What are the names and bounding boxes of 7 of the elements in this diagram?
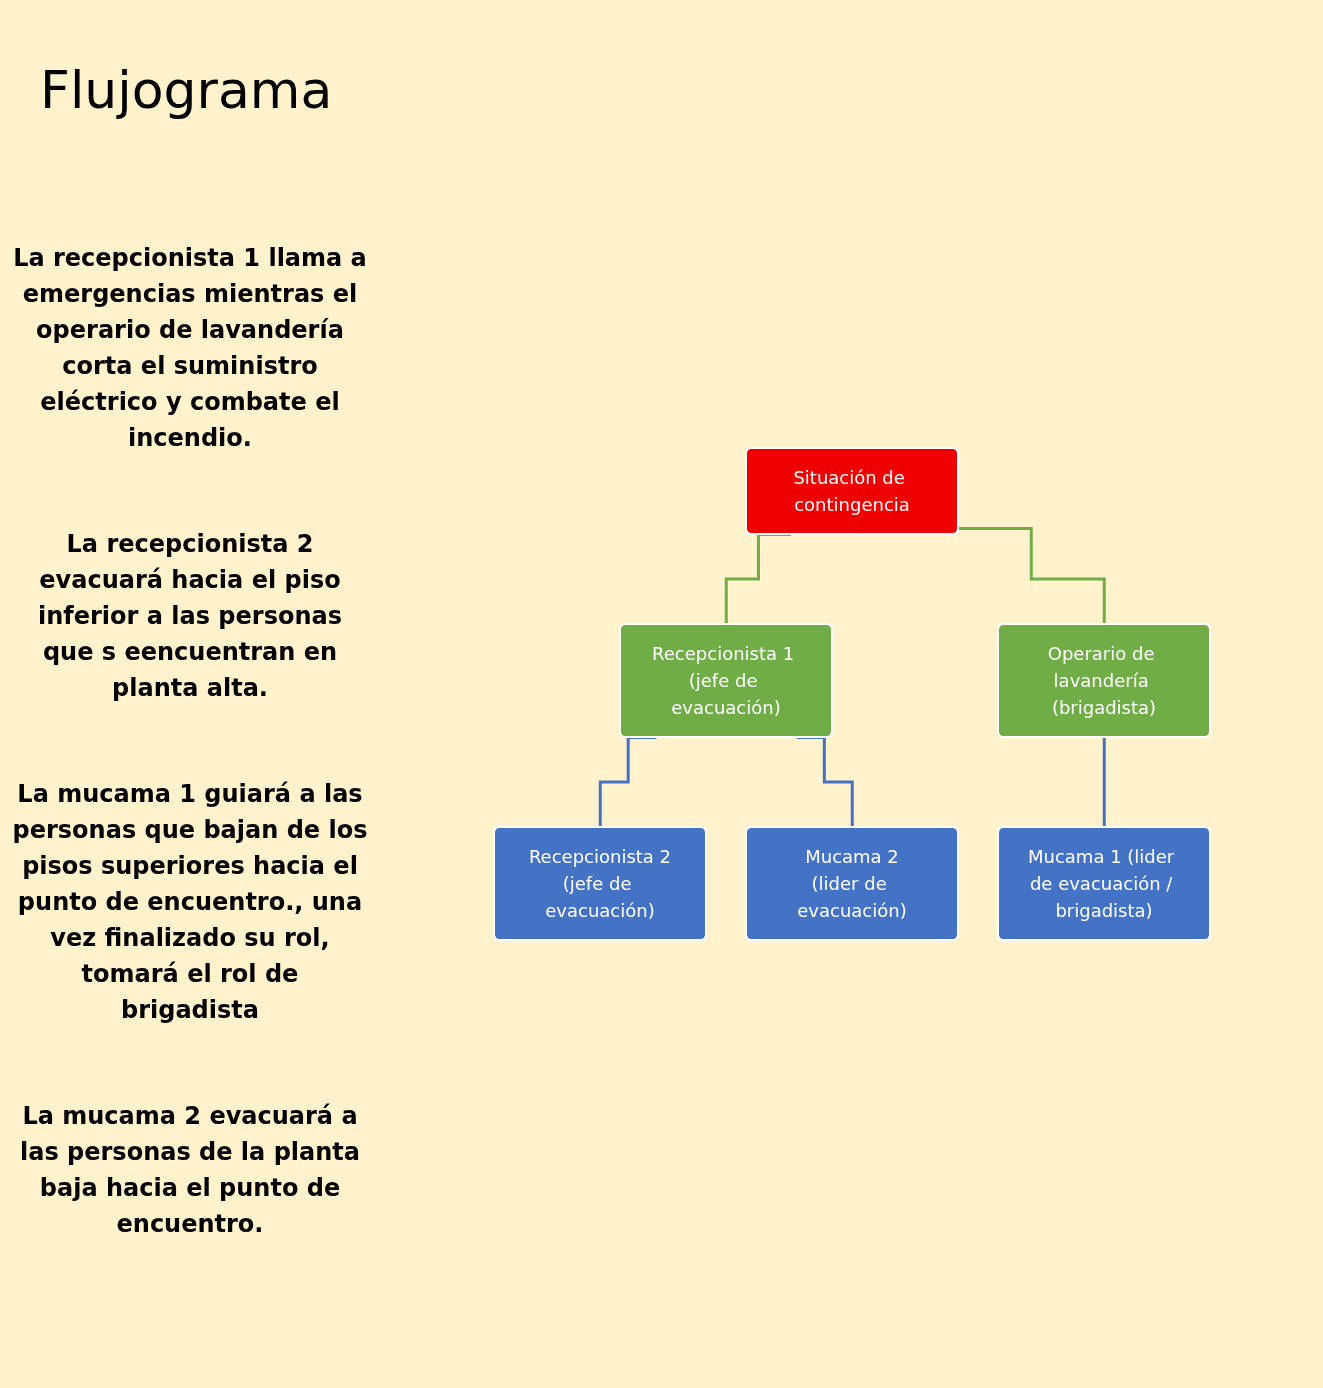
diagram-title: Flujograma <box>40 60 333 120</box>
description-text: La mucama 2 evacuará a las personas de la planta baja hacia el punto de encuentro. <box>19 1101 361 1240</box>
description-text: La recepcionista 2 evacuará hacia el piso inferior a las personas que s eencuentran en planta alta. <box>37 529 343 704</box>
description-text: La mucama 1 guiará a las personas que bajan de los pisos superiores hacia el punto de encuentro., una vez finalizado su rol, tomará el rol de brigadista <box>11 779 369 1026</box>
description-text: La recepcionista 1 llama a emergencias mientras el operario de lavandería corta el suministro eléctrico y combate el incendio. <box>12 243 368 454</box>
connector <box>958 527 1106 626</box>
connector <box>1102 736 1106 829</box>
